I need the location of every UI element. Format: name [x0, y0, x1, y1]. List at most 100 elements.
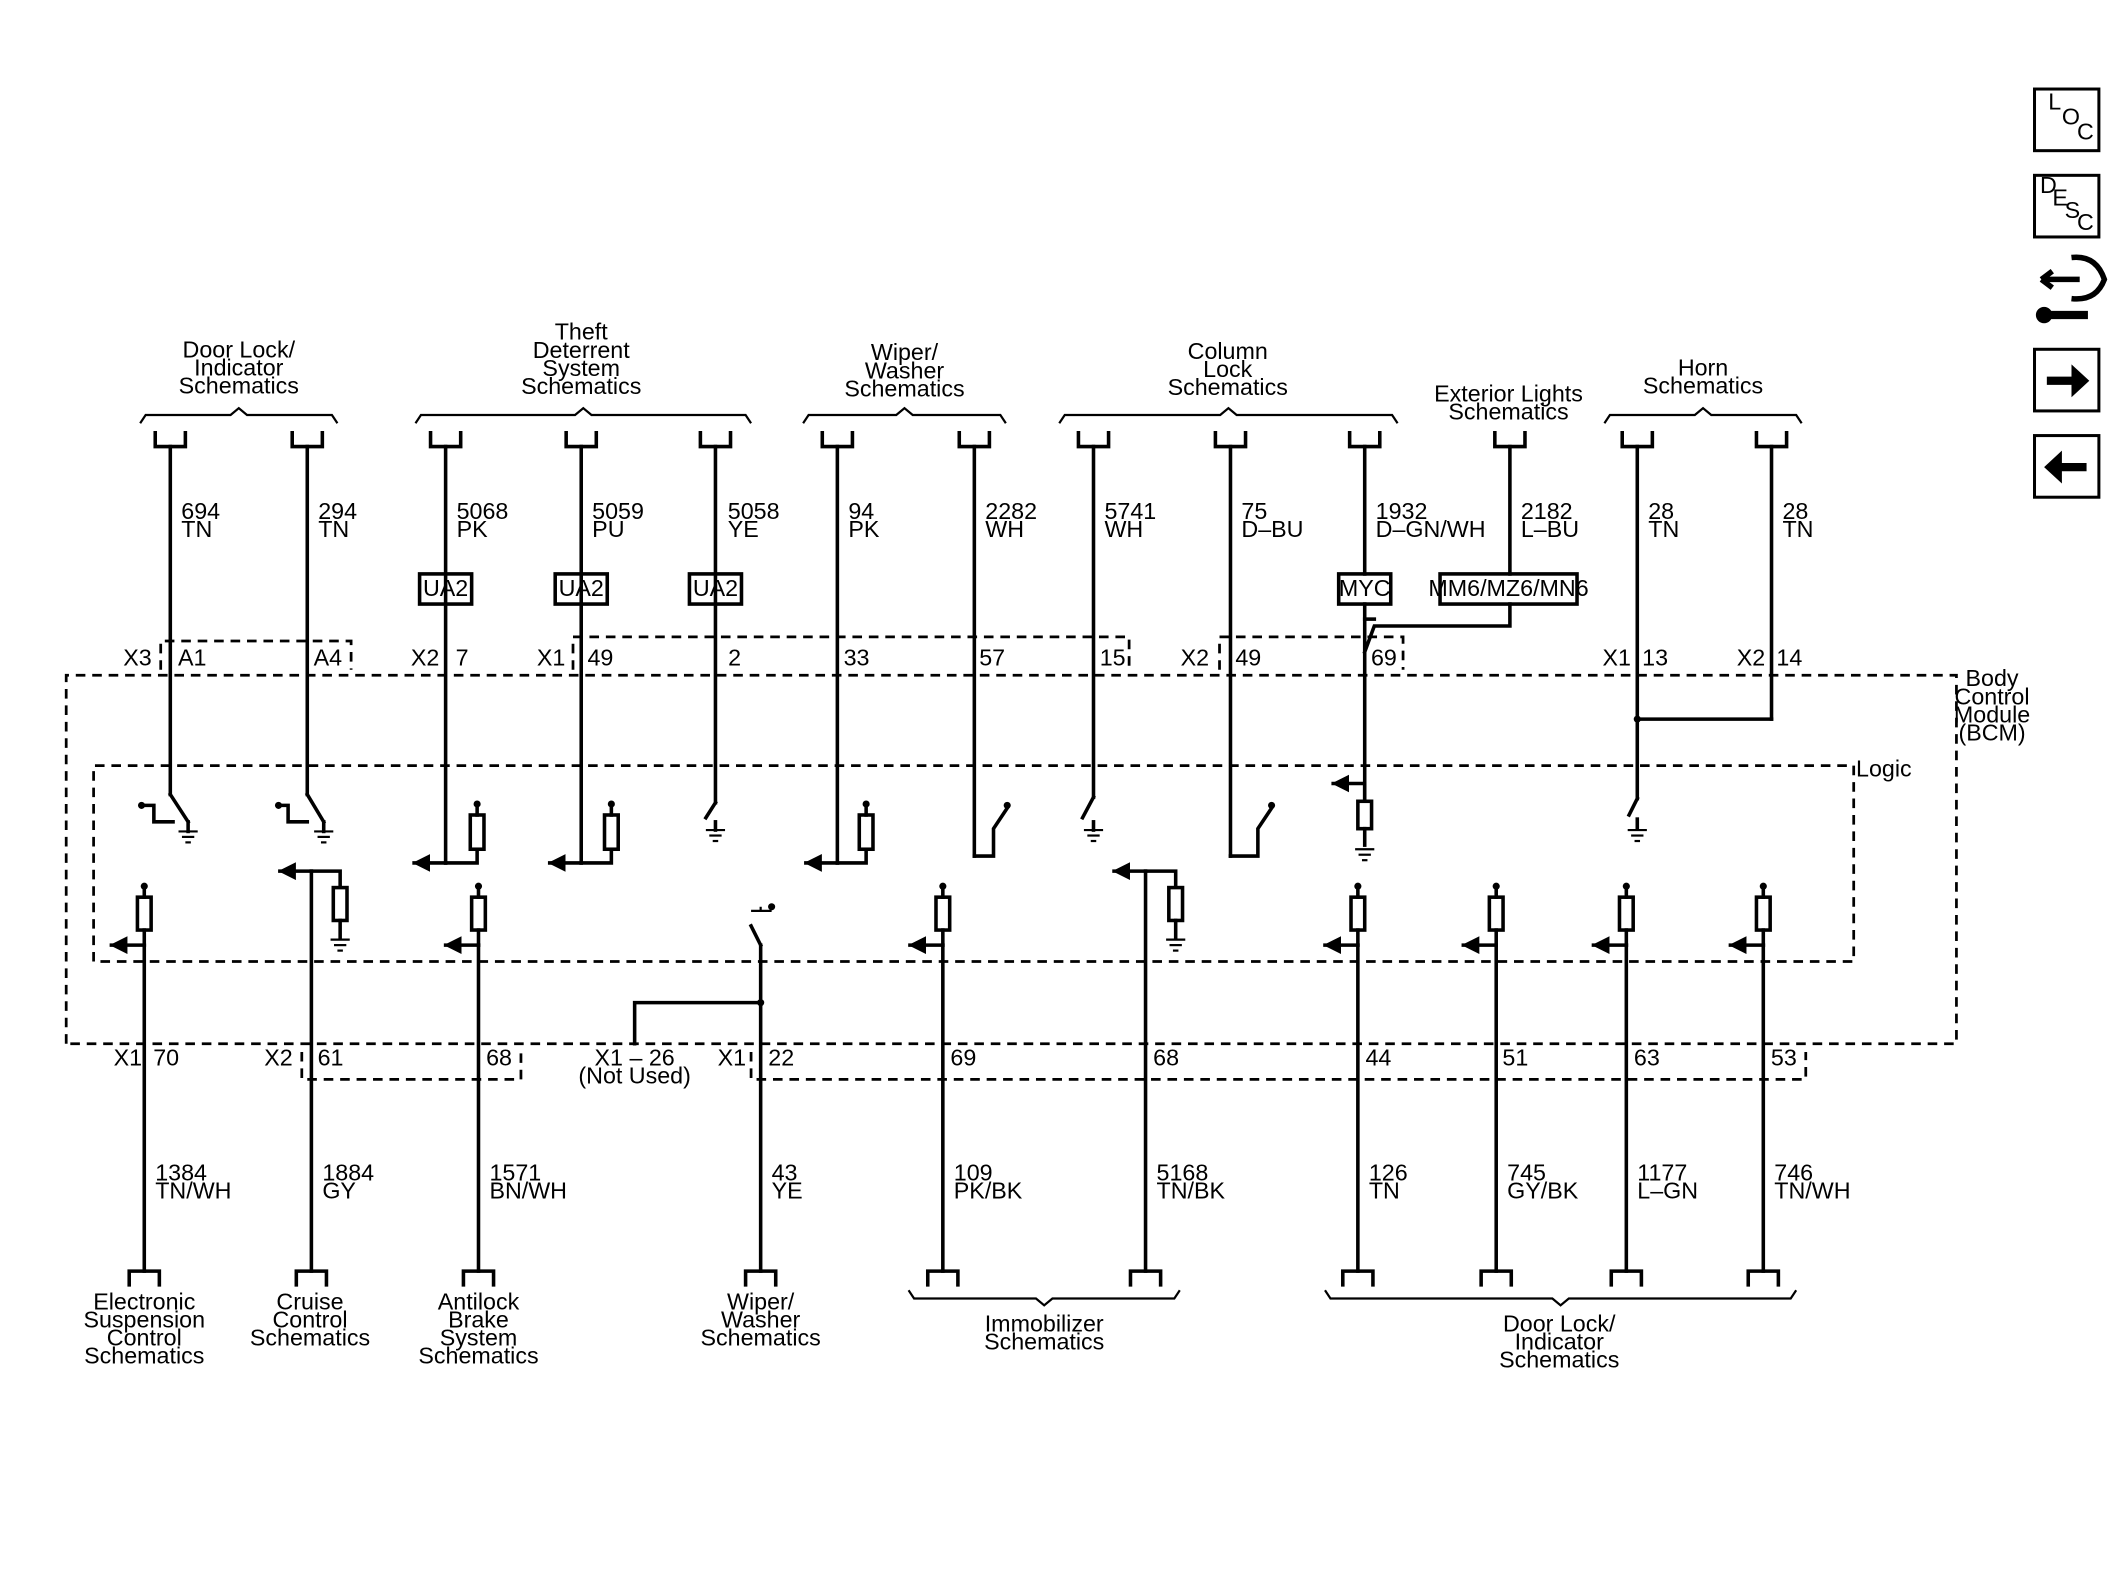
- circuit-number: 1884: [322, 1160, 374, 1186]
- connector-terminal: [698, 431, 733, 449]
- switch: [304, 792, 327, 825]
- switch: [167, 791, 191, 825]
- switch: [972, 805, 1010, 858]
- junction-dot: [1633, 715, 1641, 723]
- junction-dot: [1492, 882, 1500, 890]
- nav-frame: [2033, 87, 2101, 153]
- connector-terminal: [127, 1269, 162, 1287]
- option-label: MYC: [1339, 575, 1391, 601]
- connector-id: X2: [411, 645, 439, 671]
- connector-outline: [300, 1051, 523, 1081]
- connector-terminal: [1347, 431, 1382, 449]
- pin-number: 13: [1642, 645, 1668, 671]
- previous-page-button[interactable]: [2033, 434, 2101, 499]
- wire-color: TN: [181, 516, 212, 542]
- resistor: [934, 895, 952, 932]
- junction-dot: [274, 801, 283, 809]
- connector-id: X3: [123, 645, 151, 671]
- resistor: [1167, 885, 1185, 923]
- connector-outline: [1218, 635, 1405, 670]
- resistor: [857, 813, 875, 852]
- connector-id: X2: [1737, 645, 1765, 671]
- pin-number: A1: [178, 645, 206, 671]
- wire-color: PK: [457, 516, 489, 542]
- group-brace: [139, 406, 339, 424]
- connector-terminal: [1493, 431, 1527, 449]
- connector-terminal: [925, 1269, 960, 1287]
- connector-views-icon[interactable]: [2035, 254, 2108, 324]
- junction-dot: [757, 999, 765, 1007]
- connector-terminal: [1341, 1269, 1375, 1287]
- loc-button[interactable]: LOC: [2033, 87, 2101, 153]
- bottom-group-title: Control: [273, 1307, 348, 1333]
- logic-label: Logic: [1856, 756, 1912, 782]
- pin-number: 57: [979, 645, 1005, 671]
- pin-number: 7: [456, 645, 469, 671]
- resistor: [468, 813, 486, 852]
- resistor: [1487, 895, 1505, 932]
- circuit-number: 5741: [1104, 498, 1156, 524]
- module-name: Control: [1955, 683, 2030, 709]
- circuit-number: 43: [772, 1160, 798, 1186]
- resistor: [1356, 799, 1374, 831]
- pin-number: 63: [1634, 1045, 1660, 1071]
- pin-number: 15: [1100, 645, 1126, 671]
- resistor: [602, 813, 620, 852]
- group-brace: [1324, 1289, 1798, 1307]
- option-box: [1336, 572, 1393, 606]
- bottom-group-title: Immobilizer: [985, 1310, 1104, 1336]
- connector-terminal: [1213, 431, 1248, 449]
- top-group-title: Wiper/: [871, 339, 939, 365]
- connector-terminal: [1754, 431, 1789, 449]
- pin-number: 69: [950, 1045, 976, 1071]
- junction-dot: [1268, 801, 1276, 809]
- loc-letter: C: [2077, 119, 2094, 145]
- option-label: UA2: [423, 575, 468, 601]
- circuit-number: 5168: [1157, 1160, 1209, 1186]
- pin-number: 14: [1776, 645, 1802, 671]
- connector-terminal: [957, 431, 992, 449]
- top-group-title: Deterrent: [533, 337, 631, 363]
- module-name: Body: [1966, 665, 2019, 691]
- wire: [1143, 869, 1178, 890]
- wire-color: L–GN: [1637, 1178, 1698, 1204]
- circuit-number: 694: [181, 498, 220, 524]
- circuit-number: 1384: [155, 1160, 207, 1186]
- wire-color: BN/WH: [489, 1178, 567, 1204]
- pin-number: 49: [1235, 645, 1261, 671]
- bottom-group-title: Schematics: [984, 1328, 1104, 1354]
- wire-color: WH: [985, 516, 1024, 542]
- connector-outline: [159, 639, 353, 670]
- wire-color: GY/BK: [1507, 1178, 1579, 1204]
- circuit-number: 2182: [1521, 498, 1573, 524]
- circuit-number: 746: [1774, 1160, 1813, 1186]
- wire-color: D–GN/WH: [1376, 516, 1486, 542]
- junction-dot: [939, 882, 947, 890]
- resistor: [469, 895, 488, 932]
- bottom-group-title: Suspension: [83, 1307, 205, 1333]
- bottom-group-title: Door Lock/: [1503, 1310, 1616, 1336]
- next-page-button[interactable]: [2033, 347, 2101, 413]
- group-brace: [1058, 406, 1399, 424]
- pin-number: 70: [153, 1045, 179, 1071]
- bottom-group-title: Control: [107, 1325, 182, 1351]
- connector-outline: [571, 635, 1131, 670]
- connector-terminal: [294, 1269, 329, 1287]
- desc-letter: S: [2065, 197, 2081, 223]
- wire-color: TN/WH: [1774, 1178, 1850, 1204]
- bottom-group-title: Electronic: [93, 1288, 196, 1314]
- bottom-group-title: Wiper/: [727, 1288, 795, 1314]
- resistor: [1617, 895, 1635, 932]
- top-group-title: Exterior Lights: [1434, 380, 1583, 406]
- wire-color: L–BU: [1521, 516, 1579, 542]
- connector-terminal: [1620, 431, 1655, 449]
- wire-color: PU: [592, 516, 624, 542]
- connector-id: X1: [718, 1045, 746, 1071]
- connector-terminal: [743, 1269, 778, 1287]
- connector-terminal: [153, 431, 188, 449]
- pin-number: 69: [1371, 645, 1397, 671]
- bottom-group-title: Brake: [448, 1307, 509, 1333]
- top-group-title: Washer: [865, 357, 945, 383]
- pin-number: 2: [728, 645, 741, 671]
